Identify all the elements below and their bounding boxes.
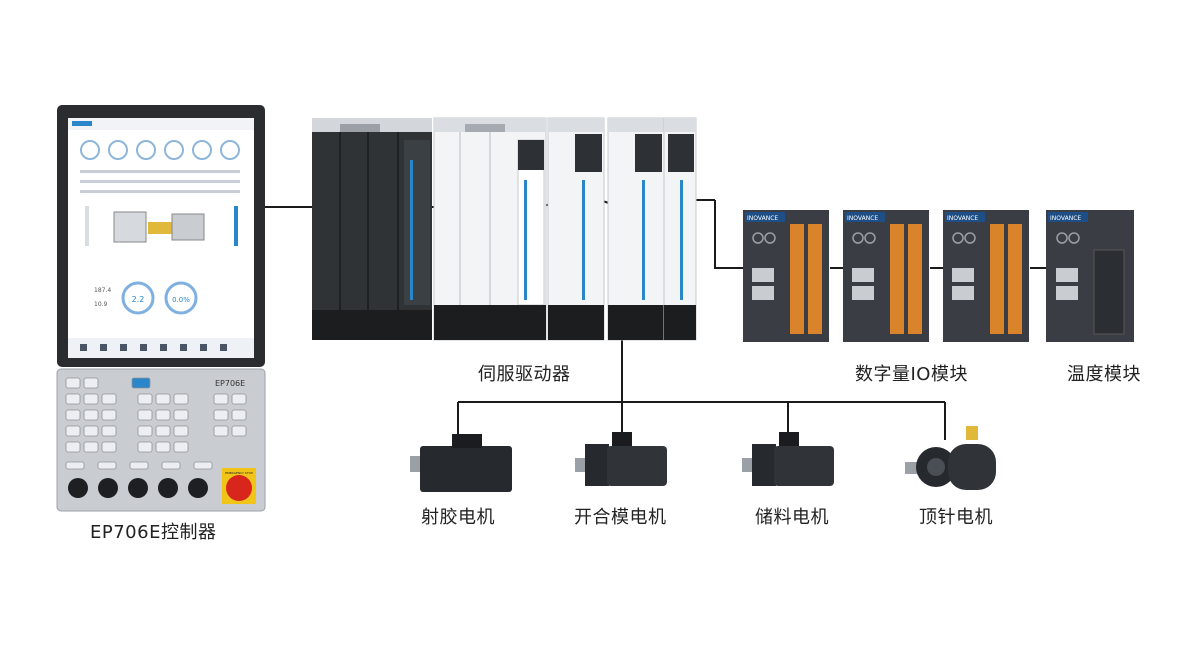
motor-body <box>420 446 512 492</box>
mini-gauge-6 <box>220 140 240 160</box>
screen-read-b: 10.9 <box>94 301 108 308</box>
screen-nav-icons <box>80 344 227 351</box>
estop-text: EMERGENCY STOP <box>225 471 253 475</box>
screen-gauge-b <box>164 281 198 315</box>
nav-icon <box>140 344 147 351</box>
io-label-strip <box>745 212 785 222</box>
drive-slim-1 <box>547 117 605 341</box>
mini-gauge-5 <box>192 140 212 160</box>
link-servo-io <box>714 200 750 269</box>
temp-brand: INOVANCE <box>1050 215 1081 222</box>
controller-keypad <box>56 368 266 512</box>
drive-blue-stripe <box>642 180 645 300</box>
io-connector-left <box>790 224 804 334</box>
drive-white-display <box>518 140 544 170</box>
knob <box>188 478 208 498</box>
temperature-module: INOVANCE <box>1046 210 1134 342</box>
knob <box>128 478 148 498</box>
controller-label: EP706E控制器 <box>90 522 217 543</box>
nav-icon <box>180 344 187 351</box>
screen-line <box>80 170 240 173</box>
io-brand: INOVANCE <box>747 215 778 222</box>
screen-gauge-a-value: 2.2 <box>132 295 145 304</box>
nav-icon <box>100 344 107 351</box>
temp-terminal <box>1093 249 1125 335</box>
motor-mold <box>575 432 667 486</box>
drive-white-base <box>434 305 546 340</box>
nav-icon <box>120 344 127 351</box>
io-module-2: INOVANCE <box>843 210 929 342</box>
screen-gauge-b-value: 0.0% <box>172 296 190 304</box>
screen-bar-left <box>85 206 89 246</box>
keypad-keys <box>65 377 247 470</box>
estop-button[interactable] <box>226 475 252 501</box>
io-brand: INOVANCE <box>847 215 878 222</box>
controller-device: 2.2 0.0% 187.4 10.9 EP706E <box>56 105 266 512</box>
io-brand: INOVANCE <box>947 215 978 222</box>
nav-icon <box>160 344 167 351</box>
screen-line <box>80 190 240 193</box>
drive-handle <box>340 124 380 132</box>
screen-line <box>80 180 240 183</box>
mini-gauge-3 <box>136 140 156 160</box>
motor-ejector-label: 顶针电机 <box>919 507 993 528</box>
drive-blue-stripe <box>410 160 413 300</box>
mini-gauge-2 <box>108 140 128 160</box>
motor-injection <box>410 434 512 492</box>
screen-logo <box>72 121 92 126</box>
motor-shaft <box>410 456 422 472</box>
drive-slim-display <box>575 134 602 172</box>
motor-body <box>607 446 667 486</box>
screen-read-a: 187.4 <box>94 287 111 294</box>
machine-injection <box>171 213 205 241</box>
nav-icon <box>220 344 227 351</box>
io-label: 数字量IO模块 <box>855 364 968 385</box>
drive-blue-stripe <box>524 180 527 300</box>
knob <box>158 478 178 498</box>
temp-label: 温度模块 <box>1067 364 1141 385</box>
motor-connector <box>452 434 482 448</box>
motor-mold-label: 开合模电机 <box>574 507 667 528</box>
motor-ejector <box>905 426 996 490</box>
drive-blue-stripe <box>582 180 585 300</box>
controller-screen <box>68 118 254 358</box>
drive-blue-stripe <box>680 180 683 300</box>
drive-slim-display <box>635 134 662 172</box>
screen-gauge-a <box>121 281 155 315</box>
screen-machine-graphic <box>85 206 238 246</box>
drive-handle <box>465 124 505 132</box>
motor-charge <box>742 432 834 486</box>
nav-icon <box>80 344 87 351</box>
servo-drive-rack <box>312 117 697 341</box>
drive-dark-base <box>312 310 432 340</box>
io-connector-right <box>808 224 822 334</box>
screen-text-lines <box>80 170 240 193</box>
screen-topbar <box>68 118 254 130</box>
keypad-brand: EP706E <box>215 379 245 388</box>
drive-slim-display <box>668 134 694 172</box>
knob <box>68 478 88 498</box>
io-module-3: INOVANCE <box>943 210 1029 342</box>
motor-connector <box>966 426 978 440</box>
drive-slim-2 <box>607 117 665 341</box>
drive-slim-3 <box>663 117 697 341</box>
motor-body <box>774 446 834 486</box>
motor-injection-label: 射胶电机 <box>421 507 495 528</box>
io-module-1: INOVANCE <box>743 210 829 342</box>
machine-clamp <box>113 211 147 243</box>
screen-gauges-row <box>80 140 240 160</box>
drive-dark-face <box>404 140 430 305</box>
machine-barrel <box>148 222 172 234</box>
motor-body <box>948 444 996 490</box>
nav-icon <box>200 344 207 351</box>
mini-gauge-1 <box>80 140 100 160</box>
knob <box>98 478 118 498</box>
keypad-knobs <box>68 478 208 498</box>
servo-label: 伺服驱动器 <box>478 364 571 385</box>
screen-bar-right <box>234 206 238 246</box>
mini-gauge-4 <box>164 140 184 160</box>
motor-charge-label: 储料电机 <box>755 507 829 528</box>
